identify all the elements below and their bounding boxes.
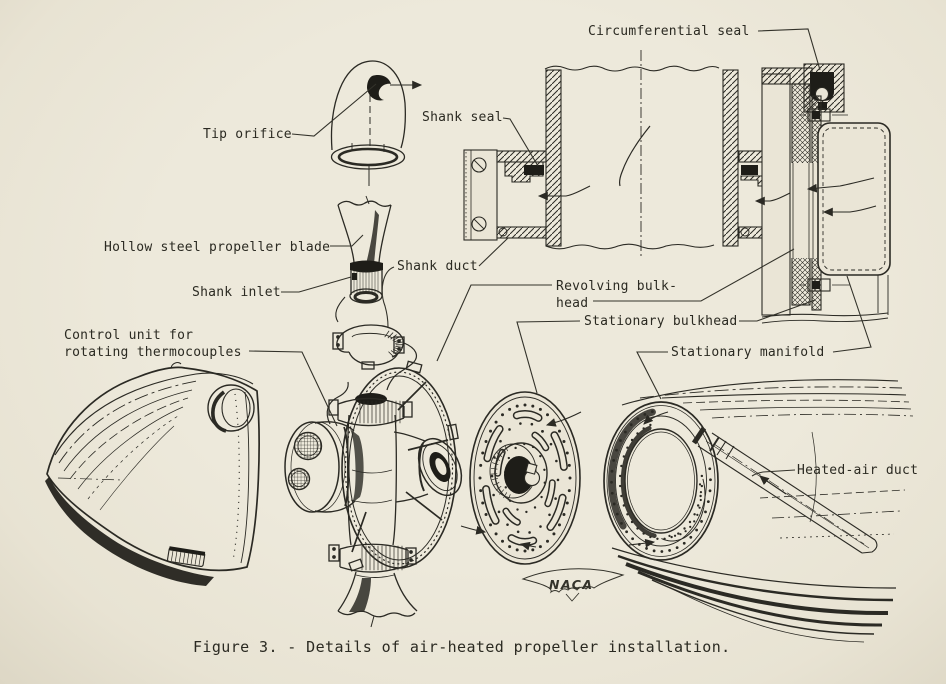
naca-logo-text: NACA bbox=[549, 577, 594, 592]
flow-arrow bbox=[806, 177, 875, 193]
leader-lines bbox=[248, 28, 872, 477]
spinner bbox=[45, 362, 260, 586]
flow-arrow bbox=[822, 205, 877, 217]
flow-arrow bbox=[545, 411, 582, 427]
label-stationary-bulkhead: Stationary bulkhead bbox=[584, 314, 738, 329]
label-shank-inlet: Shank inlet bbox=[192, 285, 281, 300]
leader-tip-orifice bbox=[291, 83, 377, 137]
thermocouple-plug bbox=[293, 431, 323, 461]
exploded-blade-stack bbox=[284, 60, 463, 628]
leader-shank-duct-right bbox=[478, 237, 509, 267]
hollow-blade-part bbox=[337, 195, 392, 273]
label-revolving-bulkhead: Revolving bulk-head bbox=[556, 279, 678, 311]
lower-blade-cuff bbox=[337, 571, 418, 628]
control-unit bbox=[284, 381, 364, 513]
stationary-manifold-cowl bbox=[603, 379, 914, 643]
naca-logo-wings bbox=[521, 568, 625, 602]
spinner-shading bbox=[45, 477, 214, 586]
propeller-hub bbox=[328, 393, 463, 628]
flow-arrow bbox=[754, 192, 791, 206]
flow-arrow bbox=[759, 475, 787, 495]
label-tip-orifice: Tip orifice bbox=[203, 127, 292, 142]
leader-hollow-blade bbox=[330, 234, 364, 247]
label-heated-air-duct: Heated-air duct bbox=[797, 463, 919, 478]
leader-shank-duct-left bbox=[381, 266, 395, 328]
stationary-manifold-chamber bbox=[817, 122, 891, 276]
shank-duct-section bbox=[496, 226, 547, 239]
spinner-hole bbox=[207, 384, 255, 432]
leader-stationary-manifold-right bbox=[832, 275, 872, 353]
leader-stationary-bulkhead-left bbox=[516, 320, 581, 394]
shank-seal-element bbox=[524, 165, 544, 175]
spinner-port bbox=[167, 546, 206, 568]
flow-arrow bbox=[537, 185, 591, 201]
stationary-bulkhead-disc bbox=[460, 391, 582, 565]
label-stationary-manifold: Stationary manifold bbox=[671, 345, 825, 360]
heated-air-duct-tube bbox=[691, 426, 878, 554]
hub-right-socket bbox=[417, 437, 463, 497]
cross-section-view bbox=[463, 50, 891, 324]
disc-central-collar bbox=[489, 442, 548, 504]
manifold-ring bbox=[603, 401, 719, 561]
label-circumferential-seal: Circumferential seal bbox=[588, 24, 750, 39]
shank-inlet-hole bbox=[352, 273, 357, 280]
leader-shank-inlet bbox=[281, 276, 352, 293]
leader-stationary-manifold-left bbox=[636, 351, 668, 400]
leader-stationary-bulkhead-right bbox=[739, 299, 816, 322]
shank-duct-clamp-ring bbox=[332, 324, 417, 391]
flow-arrow bbox=[628, 538, 656, 548]
leader-shank-seal bbox=[502, 117, 539, 167]
blade-tip-cuff bbox=[330, 60, 423, 186]
tip-orifice-opening bbox=[367, 74, 391, 101]
leader-revolving-bulkhead-left bbox=[436, 284, 552, 362]
rotation-arrow bbox=[619, 125, 651, 187]
leader-circumferential-seal bbox=[757, 28, 821, 71]
leader-control-unit bbox=[248, 350, 338, 427]
flow-arrow bbox=[460, 525, 487, 535]
figure-caption: Figure 3. - Details of air-heated propel… bbox=[193, 638, 731, 656]
leader-revolving-bulkhead-right bbox=[593, 248, 795, 302]
flow-arrow bbox=[519, 541, 537, 551]
flow-arrow bbox=[643, 411, 669, 425]
leader-heated-air-duct bbox=[751, 469, 796, 477]
thermocouple-wire bbox=[326, 381, 349, 425]
shank-inlet-part bbox=[335, 270, 383, 323]
label-shank-duct: Shank duct bbox=[397, 259, 478, 274]
label-hollow-blade: Hollow steel propeller blade bbox=[104, 240, 331, 255]
label-shank-seal: Shank seal bbox=[422, 110, 503, 125]
